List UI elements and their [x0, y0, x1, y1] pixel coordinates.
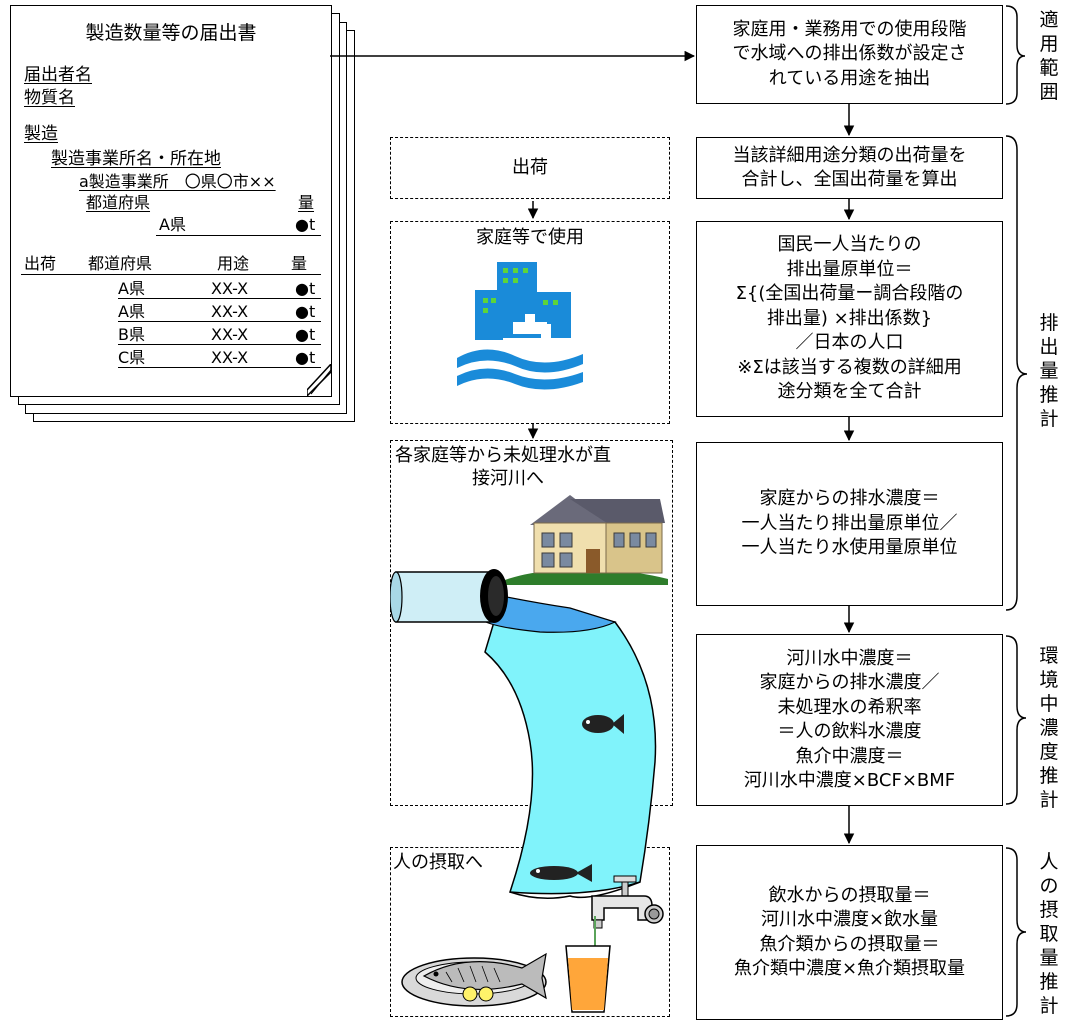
box-text: 一人当たり水使用量原単位: [741, 537, 958, 559]
river-concentration-box: 河川水中濃度＝ 家庭からの排水濃度／ 未処理水の希釈率 ＝人の飲料水濃度 魚介中…: [696, 634, 1003, 806]
box-text: 河川水中濃度×飲水量: [760, 909, 939, 930]
box-text: 飲水からの摂取量＝: [768, 884, 931, 906]
untreated-water-label-line1: 各家庭等から未処理水が直: [395, 445, 611, 466]
box-text: 一人当たり排出量原単位／: [741, 512, 958, 534]
table-row-use: XX-X: [211, 348, 249, 367]
table-row-qty: ●t: [295, 348, 316, 367]
folded-corner-icon: [307, 364, 332, 397]
box-text: 家庭用・業務用での使用段階: [732, 18, 967, 40]
fish-dish-icon: [401, 952, 547, 1007]
fish-icon: [582, 714, 624, 734]
notifier-name: 届出者名: [24, 65, 92, 85]
emission-estimate-label: 排出量推計: [1039, 312, 1059, 430]
drain-pipe-river: [390, 569, 657, 899]
use-header: 用途: [217, 254, 250, 273]
document-title: 製造数量等の届出書: [85, 22, 257, 44]
box-text: 河川水中濃度×BCF×BMF: [743, 770, 956, 791]
table-row-qty: ●t: [295, 325, 316, 344]
box-text: 未処理水の希釈率: [777, 696, 922, 718]
human-intake-box: 飲水からの摂取量＝ 河川水中濃度×飲水量 魚介類からの摂取量＝ 魚介類中濃度×魚…: [696, 845, 1003, 1020]
household-use-box: [390, 221, 670, 424]
city-faucet-icon: [457, 262, 583, 390]
household-use-label: 家庭等で使用: [476, 227, 584, 248]
shipment-header: 出荷: [24, 254, 57, 273]
box-text: ＝人の飲料水濃度: [777, 721, 922, 742]
table-row-qty: ●t: [295, 279, 316, 298]
household-wastewater-box: 家庭からの排水濃度＝ 一人当たり排出量原単位／ 一人当たり水使用量原単位: [696, 442, 1003, 606]
box-text: ／日本の人口: [795, 332, 904, 354]
manufacture-label: 製造: [24, 124, 58, 144]
box-text: 途分類を全て合計: [777, 381, 922, 403]
per-capita-emission-box: 国民一人当たりの 排出量原単位＝ Σ{(全国出荷量ー調合段階の 排出量) ×排出…: [696, 221, 1003, 417]
environment-estimate-label: 環境中濃度推計: [1039, 645, 1059, 811]
table-row-use: XX-X: [211, 279, 249, 298]
table-row-pref: A県: [118, 302, 145, 321]
house-icon: [502, 495, 668, 585]
table-row-pref: C県: [118, 348, 146, 367]
box-text: 魚介類中濃度×魚介類摂取量: [733, 958, 966, 979]
box-text: 国民一人当たりの: [777, 234, 922, 256]
shipment-label: 出荷: [512, 157, 548, 178]
untreated-water-label-line2: 接河川へ: [472, 468, 544, 489]
pref-entry: A県: [159, 215, 186, 234]
notification-document: 製造数量等の届出書 届出者名 物質名 製造 製造事業所名・所在地 a製造事業所 …: [10, 5, 332, 397]
fish-icon: [530, 864, 592, 882]
ship-qty-header: 量: [291, 254, 308, 273]
box-text: 排出量原単位＝: [786, 258, 913, 280]
ship-pref-header: 都道府県: [88, 254, 153, 273]
table-row-use: XX-X: [211, 325, 249, 344]
box-text: れている用途を抽出: [768, 67, 931, 89]
table-row-use: XX-X: [211, 302, 249, 321]
box-text: 合計し、全国出荷量を算出: [741, 169, 958, 190]
box-text: で水域への排出係数が設定さ: [732, 43, 967, 65]
box-text: Σ{(全国出荷量ー調合段階の: [735, 283, 964, 305]
box-text: 河川水中濃度＝: [786, 647, 913, 669]
site-header: 製造事業所名・所在地: [51, 149, 221, 169]
pref-header: 都道府県: [86, 193, 151, 212]
box-text: 魚介類からの摂取量＝: [759, 933, 940, 955]
box-text: 排出量) ×排出係数}: [766, 307, 933, 329]
intake-estimate-label: 人の摂取量推計: [1039, 851, 1059, 1017]
site-entry: a製造事業所 〇県〇市××: [79, 172, 276, 191]
shipment-box: [390, 137, 670, 199]
substance-name: 物質名: [24, 88, 75, 108]
scope-extraction-box: 家庭用・業務用での使用段階で水域への排出係数が設定されている用途を抽出: [696, 5, 1003, 104]
table-row-pref: B県: [118, 325, 145, 344]
qty-header: 量: [298, 193, 315, 212]
table-row-pref: A県: [118, 279, 145, 298]
national-shipment-box: 当該詳細用途分類の出荷量を合計し、全国出荷量を算出: [696, 137, 1003, 199]
drinking-glass-icon: [565, 916, 611, 1013]
faucet-icon: [591, 875, 664, 929]
table-row-qty: ●t: [295, 302, 316, 321]
box-text: 家庭からの排水濃度＝: [759, 488, 940, 510]
human-intake-label: 人の摂取へ: [393, 852, 483, 873]
box-text: ※Σは該当する複数の詳細用: [737, 356, 962, 378]
box-text: 魚介中濃度＝: [795, 745, 904, 767]
box-text: 家庭からの排水濃度／: [759, 672, 940, 693]
qty-entry: ●t: [295, 215, 316, 234]
scope-label: 適用範囲: [1039, 9, 1059, 103]
box-text: 当該詳細用途分類の出荷量を: [732, 144, 967, 166]
